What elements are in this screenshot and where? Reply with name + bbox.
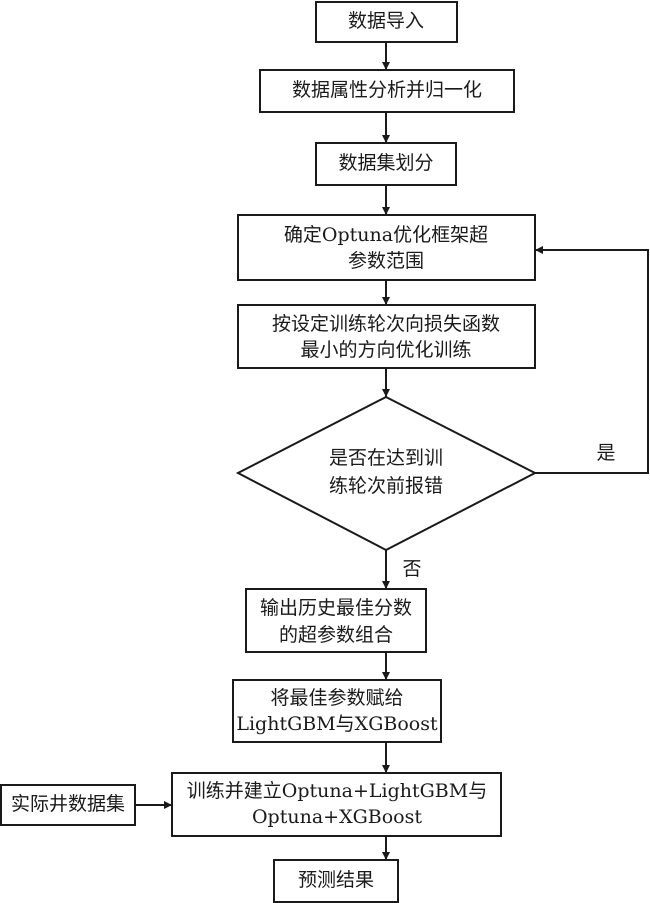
node-best-hyperparameters: 输出历史最佳分数 的超参数组合 [245,588,427,653]
node-label: 数据属性分析并归一化 [292,79,482,101]
edge-label-no: 否 [402,558,421,580]
node-build-models: 训练并建立Optuna+LightGBM与 Optuna+XGBoost [171,772,502,837]
connectors [135,42,649,860]
node-label-line2: 的超参数组合 [279,624,393,646]
node-optimize-training: 按设定训练轮次向损失函数 最小的方向优化训练 [237,304,536,369]
node-label-line1: 按设定训练轮次向损失函数 [272,313,500,335]
node-label-line1: 输出历史最佳分数 [260,597,412,619]
node-assign-params: 将最佳参数赋给 LightGBM与XGBoost [232,679,442,743]
node-dataset-split: 数据集划分 [315,142,457,186]
node-error-decision: 是否在达到训 练轮次前报错 [235,395,538,552]
node-label-line1: 确定Optuna优化框架超 [284,224,488,246]
node-label-line2: 最小的方向优化训练 [300,339,471,361]
node-label: 数据集划分 [338,152,433,174]
node-prediction-result: 预测结果 [273,859,399,903]
node-data-import: 数据导入 [315,1,458,43]
node-label-line2: Optuna+XGBoost [252,806,422,828]
node-label-line2: 练轮次前报错 [329,475,443,497]
edge-label-yes: 是 [596,442,615,464]
node-label-line2: 参数范围 [348,250,424,272]
node-attribute-analysis: 数据属性分析并归一化 [259,69,515,113]
node-label-line1: 是否在达到训 [329,447,443,469]
node-hyperparameter-range: 确定Optuna优化框架超 参数范围 [237,214,536,281]
node-label-line1: 将最佳参数赋给 [270,687,403,709]
node-label: 数据导入 [348,10,424,32]
edge-decision-yes-loop [535,246,649,474]
node-label: 实际井数据集 [11,793,125,815]
node-well-dataset: 实际井数据集 [0,784,136,826]
node-label: 预测结果 [298,869,374,891]
node-label-line2: LightGBM与XGBoost [236,713,438,735]
node-label-line1: 训练并建立Optuna+LightGBM与 [187,780,487,802]
